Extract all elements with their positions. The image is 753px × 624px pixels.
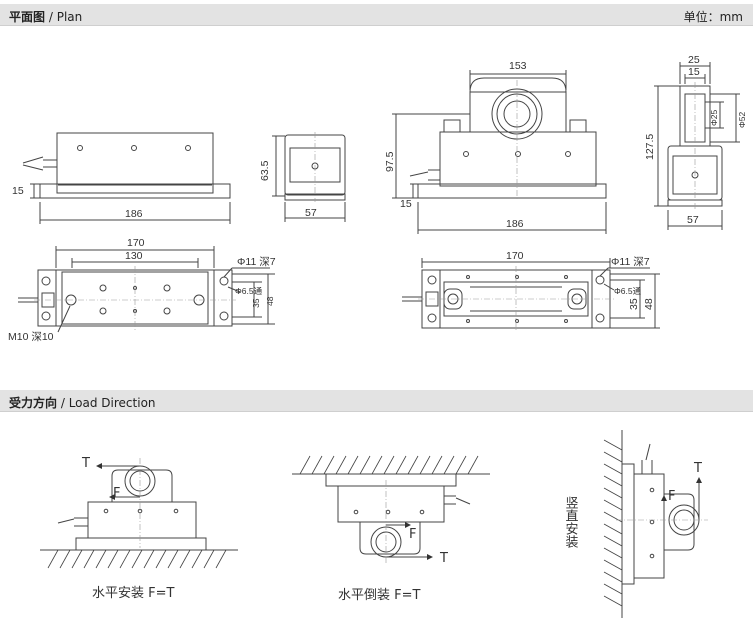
load-inv-F: F [409, 527, 416, 542]
dim-15-right: 15 [400, 198, 412, 210]
dim-phi6-5-right: Φ6.5通 [614, 286, 642, 296]
unit-label: 单位：mm [683, 10, 743, 24]
dim-130: 130 [125, 250, 143, 262]
dim-phi6-5-left: Φ6.5通 [235, 286, 263, 296]
dim-57-right: 57 [687, 214, 699, 226]
plan-drawing: 15 186 63.5 57 170 130 Φ11 深7 Φ6.5通 35 4… [8, 54, 747, 343]
load-horizontal-caption: 水平安装 F=T [92, 586, 175, 601]
dim-15-end: 15 [688, 66, 700, 78]
load-vertical-caption: 竖直安装 [563, 496, 579, 548]
plan-title-cn: 平面图 [9, 10, 46, 24]
dim-15-left: 15 [12, 185, 24, 197]
dim-m10: M10 深10 [8, 331, 54, 343]
dim-170-right: 170 [506, 250, 524, 262]
load-v-F: F [668, 489, 675, 504]
dim-48-right: 48 [643, 298, 655, 310]
plan-title-en: / Plan [48, 10, 83, 24]
load-h-F: F [113, 486, 120, 501]
dim-153: 153 [509, 60, 527, 72]
load-h-T: T [81, 456, 90, 471]
dim-97-5: 97.5 [384, 151, 396, 172]
dim-57-left: 57 [305, 207, 317, 219]
load-v-T: T [693, 461, 702, 476]
dim-35-left: 35 [251, 298, 261, 308]
load-drawing: T F 水平安装 F=T T F 水平倒装 F=T T F 竖直安装 [40, 430, 708, 618]
sensor-body-side [56, 132, 214, 194]
dim-phi52: Φ52 [737, 111, 747, 128]
dim-phi11-left: Φ11 深7 [237, 256, 276, 268]
dim-35-right: 35 [628, 298, 640, 310]
load-title-cn: 受力方向 [9, 396, 58, 410]
dim-phi11-right: Φ11 深7 [611, 256, 650, 268]
dim-phi25: Φ25 [709, 109, 719, 126]
dim-63-5: 63.5 [259, 160, 271, 181]
dim-186-right: 186 [506, 218, 524, 230]
dim-127-5: 127.5 [644, 134, 656, 160]
dim-186-left: 186 [125, 208, 143, 220]
load-panel: T F 水平安装 F=T T F 水平倒装 F=T T F 竖直安装 [0, 414, 753, 624]
plan-header: 平面图 / Plan 单位：mm [0, 4, 753, 26]
load-inverted-caption: 水平倒装 F=T [338, 588, 421, 603]
load-title-en: / Load Direction [60, 396, 156, 410]
load-inv-T: T [439, 551, 448, 566]
dim-25: 25 [688, 54, 700, 66]
dim-48-left: 48 [265, 296, 275, 306]
plan-panel: 15 186 63.5 57 170 130 Φ11 深7 Φ6.5通 35 4… [0, 26, 753, 382]
dim-170-left: 170 [127, 237, 145, 249]
load-header: 受力方向 / Load Direction [0, 390, 753, 412]
